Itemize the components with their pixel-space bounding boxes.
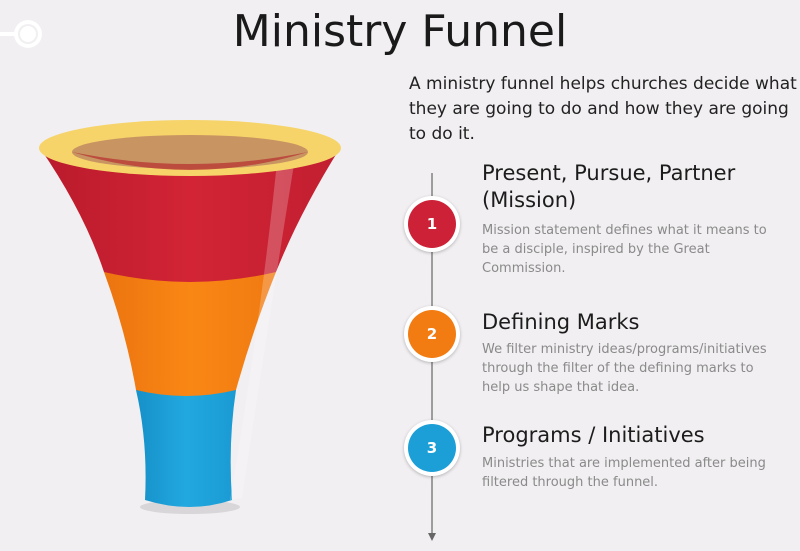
- funnel-section-orange: [104, 272, 276, 396]
- page-title: Ministry Funnel: [232, 6, 568, 57]
- funnel-diagram: [39, 120, 341, 514]
- step-3-heading: Programs / Initiatives: [482, 423, 705, 447]
- step-1-description: Mission statement defines what it means …: [482, 223, 767, 276]
- funnel-opening-shade: [72, 152, 308, 170]
- step-3-description: Ministries that are implemented after be…: [482, 456, 766, 490]
- funnel-section-blue: [136, 390, 236, 507]
- step-1-badge: 1: [404, 196, 460, 252]
- step-3-number: 3: [408, 424, 456, 472]
- step-2-heading: Defining Marks: [482, 310, 640, 334]
- toggle-icon: [0, 20, 42, 48]
- step-2-number: 2: [408, 310, 456, 358]
- funnel-highlight: [230, 152, 296, 500]
- funnel-opening: [72, 135, 308, 169]
- step-1-number: 1: [408, 200, 456, 248]
- intro-text: A ministry funnel helps churches decide …: [409, 74, 797, 144]
- step-3-badge: 3: [404, 420, 460, 476]
- funnel-section-red: [40, 148, 340, 282]
- step-2-badge: 2: [404, 306, 460, 362]
- step-1-heading: Present, Pursue, Partner (Mission): [482, 161, 736, 212]
- step-2-description: We filter ministry ideas/programs/initia…: [482, 342, 767, 395]
